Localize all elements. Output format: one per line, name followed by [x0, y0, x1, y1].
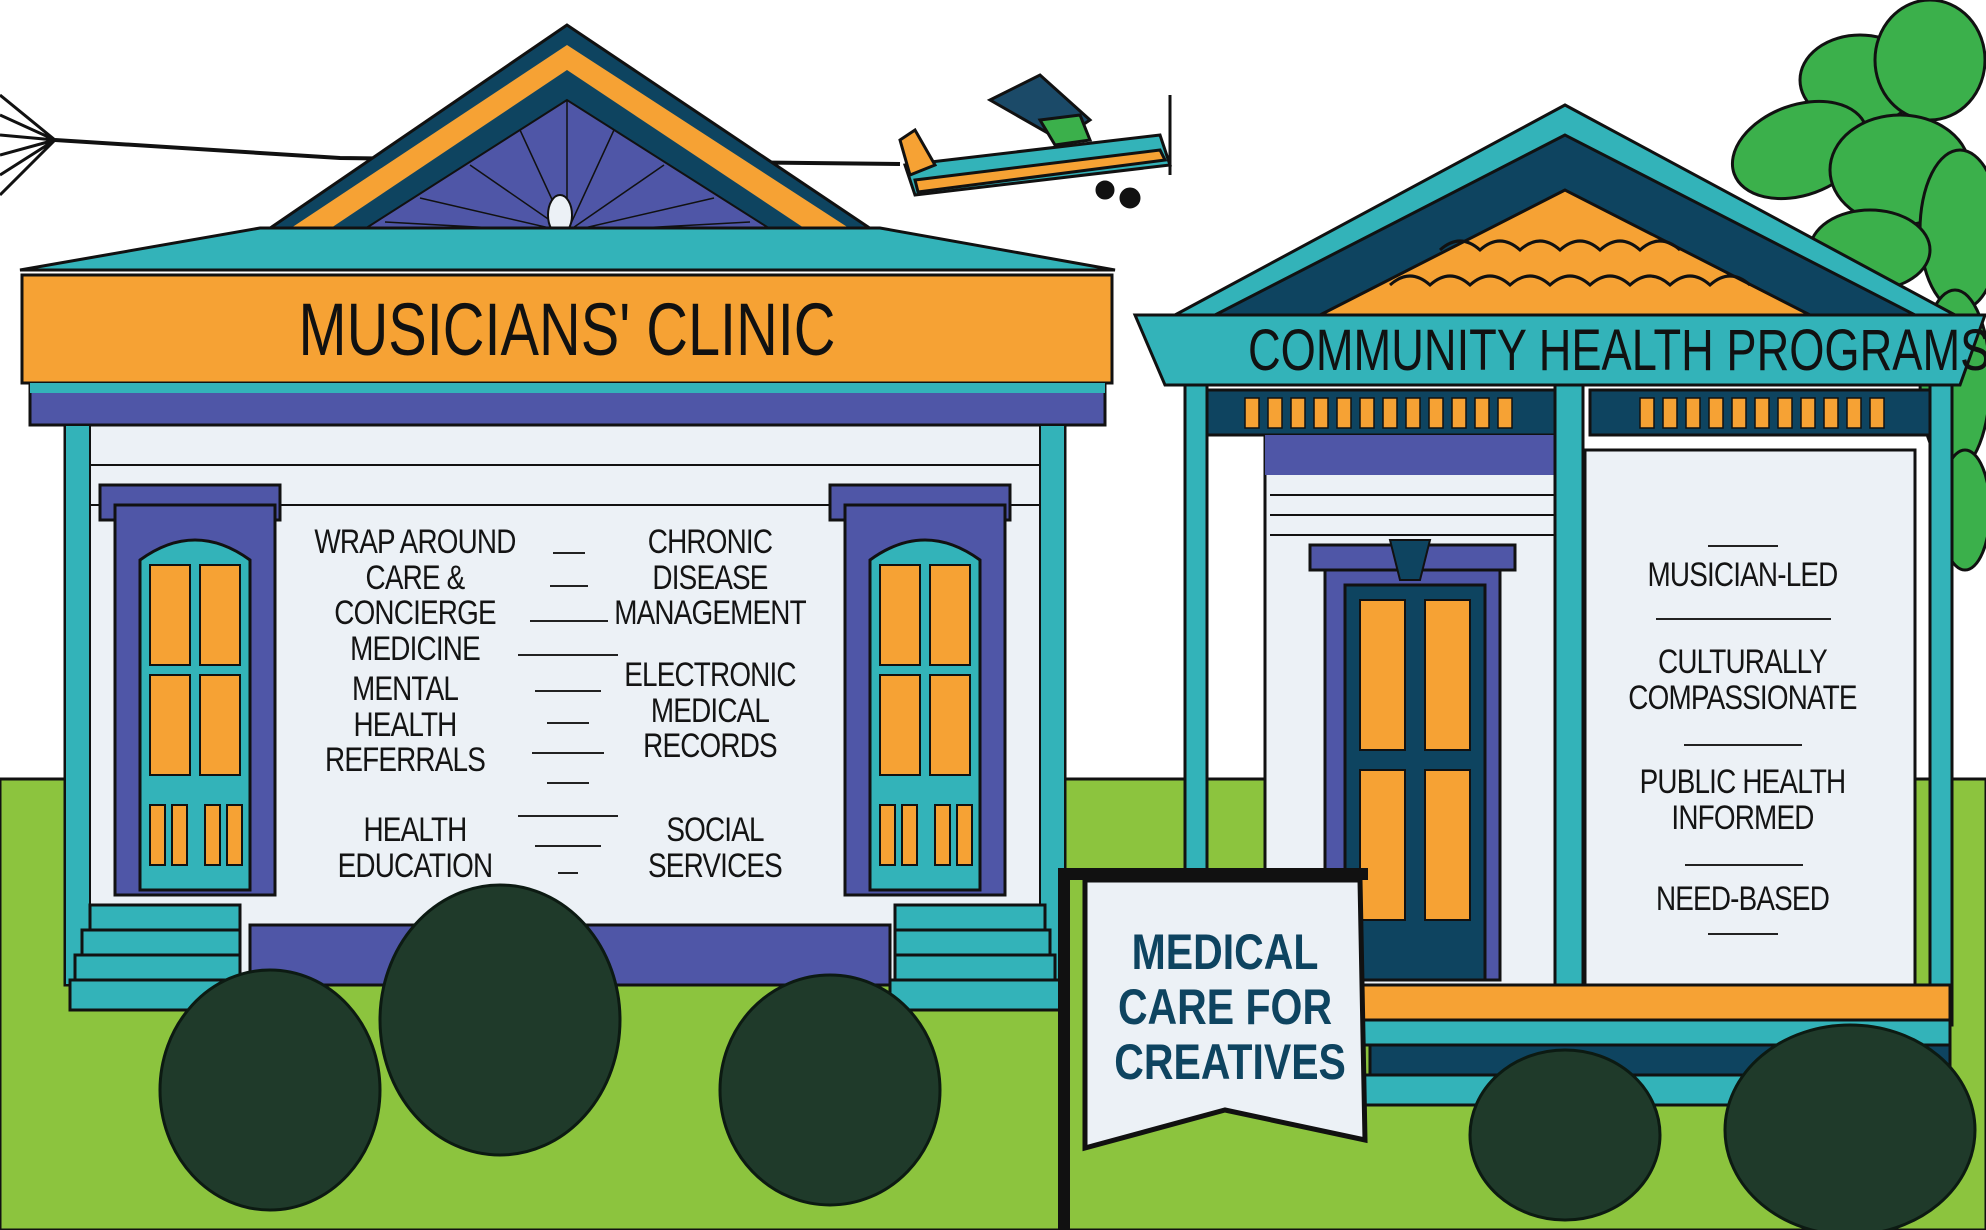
service-line: SOCIAL: [666, 811, 764, 849]
quality-line: CULTURALLY: [1658, 643, 1828, 681]
divider: [535, 690, 601, 692]
divider: [530, 620, 608, 622]
quality-musician-led: MUSICIAN-LED: [1626, 556, 1860, 594]
service-line: ELECTRONIC: [624, 656, 796, 694]
shrub: [158, 968, 382, 1212]
left-door: [98, 483, 282, 897]
divider: [1656, 618, 1831, 620]
shrub: [718, 973, 942, 1207]
service-health-education: HEALTH EDUCATION: [296, 811, 534, 885]
sign-line: MEDICAL: [1131, 924, 1319, 980]
yard-sign: [1058, 868, 1368, 1230]
service-wrap-around-care: WRAP AROUND CARE & CONCIERGE MEDICINE: [288, 523, 542, 669]
quality-culturally-compassionate: CULTURALLY COMPASSIONATE: [1626, 643, 1860, 717]
musicians-clinic-title: MUSICIANS' CLINIC: [298, 288, 836, 371]
quality-public-health-informed: PUBLIC HEALTH INFORMED: [1626, 763, 1860, 837]
yard-sign-text: MEDICAL CARE FOR CREATIVES: [1114, 924, 1346, 1090]
service-line: REFERRALS: [325, 741, 486, 780]
service-line: RECORDS: [643, 727, 778, 766]
divider: [518, 654, 618, 656]
community-sign-board: [1132, 313, 1986, 387]
divider: [553, 552, 585, 554]
service-line: MEDICINE: [350, 630, 481, 669]
service-line: CHRONIC DISEASE: [647, 523, 773, 597]
divider: [532, 752, 604, 754]
divider: [1685, 864, 1803, 866]
quality-line: COMPASSIONATE: [1628, 678, 1857, 717]
sign-line: CREATIVES: [1114, 1034, 1346, 1090]
service-electronic-medical-records: ELECTRONIC MEDICAL RECORDS: [612, 656, 809, 766]
divider: [535, 845, 601, 847]
service-mental-health-referrals: MENTAL HEALTH REFERRALS: [286, 670, 524, 780]
service-line: SERVICES: [648, 846, 783, 885]
divider: [518, 815, 618, 817]
divider: [547, 782, 589, 784]
airplane-icon: [898, 73, 1173, 209]
quality-line: INFORMED: [1671, 798, 1814, 837]
service-line: MENTAL: [351, 670, 459, 708]
divider: [547, 722, 589, 724]
service-line: MANAGEMENT: [614, 594, 806, 633]
quality-need-based: NEED-BASED: [1626, 880, 1860, 918]
service-line: HEALTH: [353, 705, 457, 744]
lantern-icon: [1388, 539, 1432, 581]
front-door: [1308, 539, 1517, 982]
divider: [1708, 933, 1778, 935]
quality-line: NEED-BASED: [1655, 880, 1830, 918]
service-social-services: SOCIAL SERVICES: [613, 811, 818, 885]
shrub: [1723, 1023, 1977, 1230]
shrub: [378, 883, 622, 1157]
service-line: CARE & CONCIERGE: [334, 558, 496, 633]
sign-line: CARE FOR: [1117, 979, 1333, 1035]
service-chronic-disease-management: CHRONIC DISEASE MANAGEMENT: [599, 523, 820, 633]
right-door: [828, 483, 1012, 897]
shrub: [1468, 1048, 1662, 1222]
quality-line: PUBLIC HEALTH: [1639, 763, 1847, 801]
quality-line: MUSICIAN-LED: [1647, 556, 1838, 594]
service-line: MEDICAL: [650, 691, 770, 730]
divider: [558, 872, 578, 874]
clinic-sign-board: [20, 273, 1114, 385]
service-line: EDUCATION: [337, 846, 494, 885]
divider: [550, 585, 588, 587]
service-line: HEALTH: [363, 811, 467, 849]
shrubs: [158, 883, 1977, 1230]
scallop-shingles: [1388, 239, 1752, 288]
service-line: WRAP AROUND: [314, 523, 516, 561]
divider: [1708, 545, 1778, 547]
community-health-title: COMMUNITY HEALTH PROGRAMS: [1248, 318, 1986, 383]
divider: [1684, 744, 1802, 746]
